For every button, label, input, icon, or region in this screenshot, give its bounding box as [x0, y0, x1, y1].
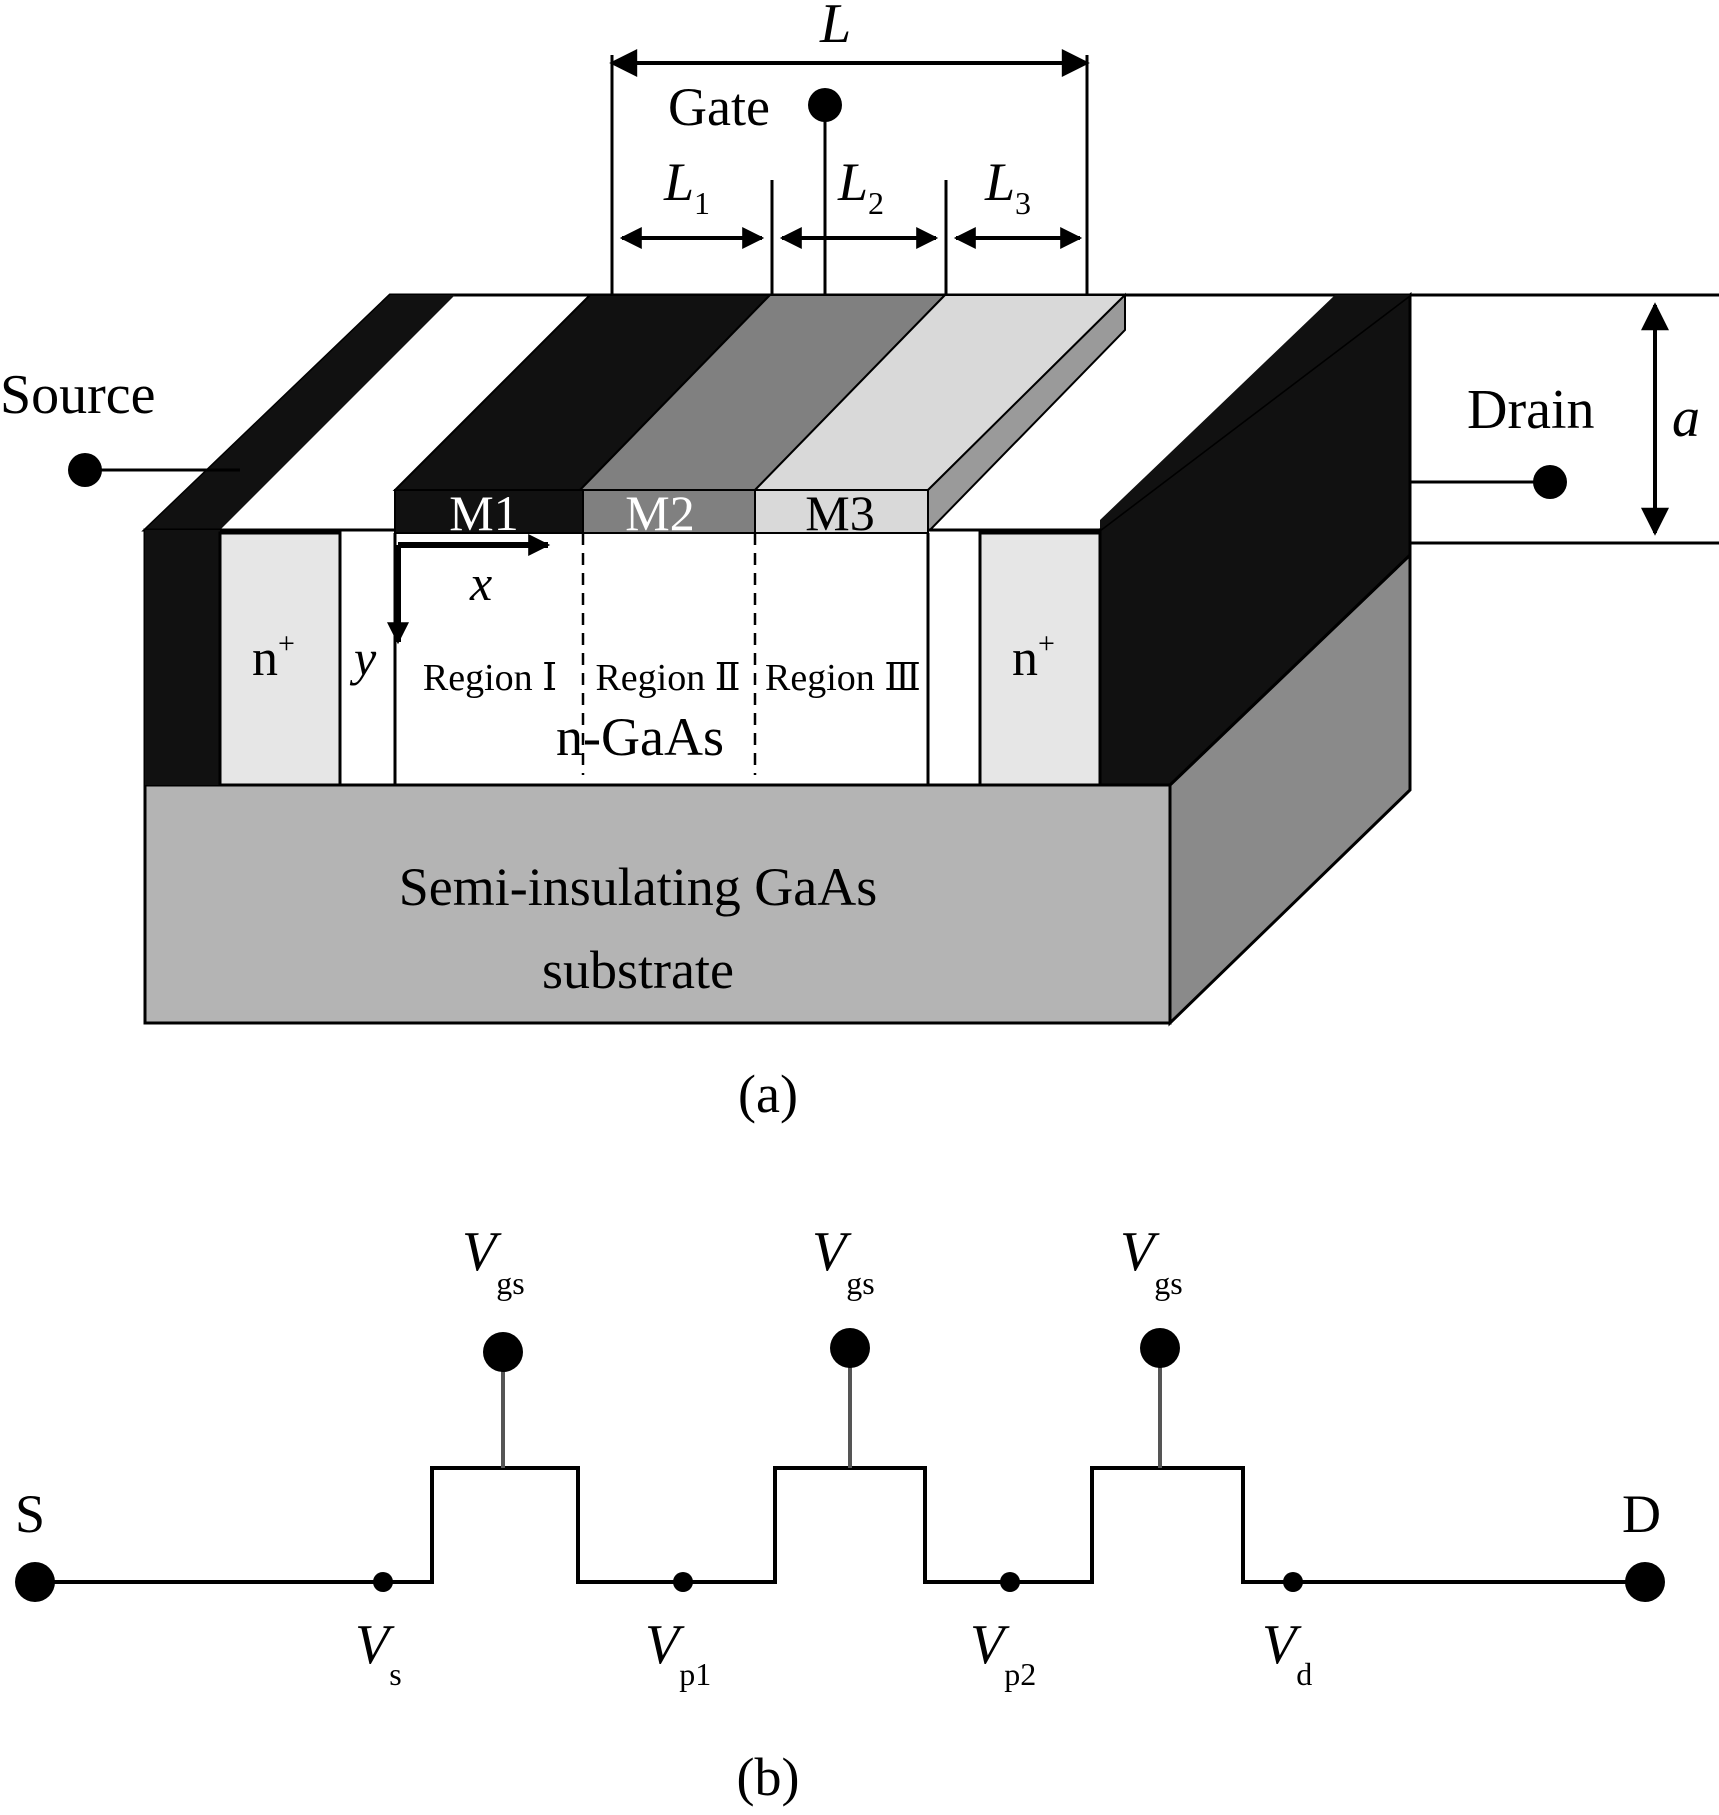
vgs-1-sub: gs: [496, 1265, 524, 1301]
drain-terminal-group: Drain: [1410, 379, 1595, 499]
vgs-3-sub: gs: [1154, 1265, 1182, 1301]
gate-terminal[interactable]: [808, 88, 842, 122]
vd-node[interactable]: [1283, 1572, 1303, 1592]
region-2-label: Region Ⅱ: [595, 657, 740, 699]
gate-node-3[interactable]: [1140, 1328, 1180, 1368]
vp1-v: V: [645, 1614, 685, 1676]
source-contact-front: [145, 530, 220, 785]
gate-m2: [582, 489, 756, 534]
vp2-label: Vp2: [970, 1614, 1036, 1692]
panel-a: Semi-insulating GaAs substrate: [0, 0, 1719, 1124]
gate-node-2[interactable]: [830, 1328, 870, 1368]
circuit-wire: [35, 1466, 1645, 1584]
vd-v: V: [1262, 1614, 1302, 1676]
vs-v: V: [355, 1614, 395, 1676]
source-terminal-group: Source: [0, 364, 240, 487]
n-gaas-label: n-GaAs: [556, 707, 724, 767]
n-plus-drain-label: n+: [1012, 627, 1055, 687]
d-label: D: [1622, 1484, 1661, 1544]
L1-label: L1: [663, 152, 710, 221]
vp2-node[interactable]: [1000, 1572, 1020, 1592]
m3-label: M3: [805, 485, 874, 541]
vp2-v: V: [970, 1614, 1010, 1676]
vp1-node[interactable]: [673, 1572, 693, 1592]
m2-label: M2: [625, 485, 694, 541]
L3-sub: 3: [1015, 185, 1031, 221]
vgs-label-3: Vgs: [1120, 1221, 1183, 1301]
gate-m3: [754, 489, 929, 534]
vgs-1-v: V: [462, 1221, 502, 1283]
substrate-label-1: Semi-insulating GaAs: [399, 857, 877, 917]
vp2-sub: p2: [1004, 1656, 1036, 1692]
thickness-dimension: a: [1410, 293, 1719, 545]
y-axis-label: y: [349, 630, 377, 686]
m1-label: M1: [449, 485, 518, 541]
L1-L: L: [663, 152, 694, 212]
gate-label: Gate: [668, 77, 770, 137]
source-node[interactable]: [15, 1562, 55, 1602]
source-label: Source: [0, 364, 156, 426]
n-plus-source-sup: +: [278, 627, 295, 660]
L2-sub: 2: [868, 185, 884, 221]
n-plus-drain: [978, 531, 1102, 787]
vgs-label-2: Vgs: [812, 1221, 875, 1301]
drain-node[interactable]: [1625, 1562, 1665, 1602]
vs-sub: s: [389, 1656, 401, 1692]
vp1-sub: p1: [679, 1656, 711, 1692]
vgs-label-1: Vgs: [462, 1221, 525, 1301]
substrate-front: [143, 783, 1172, 1025]
vs-label: Vs: [355, 1614, 402, 1692]
gate-dimensions: Gate L L1 L2 L3: [609, 0, 1090, 295]
vp1-label: Vp1: [645, 1614, 711, 1692]
region-1-label: Region Ⅰ: [423, 657, 557, 699]
L2-L: L: [837, 152, 868, 212]
n-plus-source-label: n+: [252, 627, 295, 687]
n-plus-source: [218, 531, 342, 787]
gate-node-1[interactable]: [483, 1332, 523, 1372]
drain-label: Drain: [1467, 379, 1595, 441]
vs-node[interactable]: [373, 1572, 393, 1592]
panel-b: S D Vgs Vgs Vgs Vs Vp1 Vp2 Vd (b): [15, 1221, 1665, 1807]
vgs-3-v: V: [1120, 1221, 1160, 1283]
L1-sub: 1: [694, 185, 710, 221]
region-3-label: Region Ⅲ: [765, 657, 921, 699]
L2-label: L2: [837, 152, 884, 221]
vd-sub: d: [1296, 1656, 1312, 1692]
vgs-2-v: V: [812, 1221, 852, 1283]
x-axis-label: x: [469, 555, 492, 611]
a-label: a: [1672, 387, 1700, 449]
caption-a: (a): [738, 1064, 798, 1124]
L-label: L: [819, 0, 851, 55]
drain-contact-top: [1100, 295, 1410, 530]
n-plus-drain-n: n: [1012, 630, 1038, 687]
caption-b: (b): [737, 1747, 800, 1807]
s-label: S: [15, 1484, 45, 1544]
vd-label: Vd: [1262, 1614, 1312, 1692]
vgs-2-sub: gs: [846, 1265, 874, 1301]
n-plus-drain-sup: +: [1038, 627, 1055, 660]
drain-terminal[interactable]: [1533, 465, 1567, 499]
substrate-label-2: substrate: [542, 940, 734, 1000]
L3-label: L3: [984, 152, 1031, 221]
epi-block: M1 M2 M3 n+ n+ x y Region Ⅰ Region Ⅱ Reg…: [141, 291, 1415, 787]
substrate: Semi-insulating GaAs substrate: [143, 550, 1412, 1027]
L3-L: L: [984, 152, 1015, 212]
n-plus-source-n: n: [252, 630, 278, 687]
